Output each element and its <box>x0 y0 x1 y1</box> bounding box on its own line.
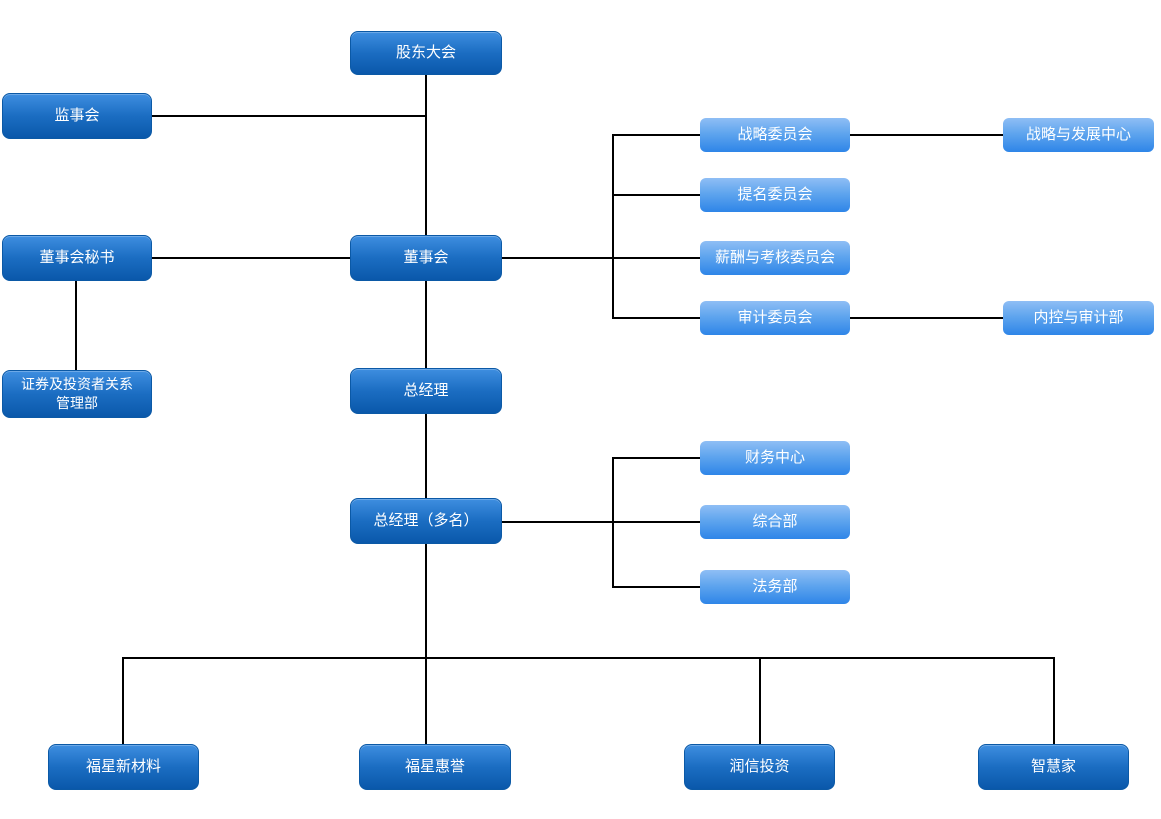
node-nomination-committee: 提名委员会 <box>700 178 850 212</box>
node-supervisory-board: 监事会 <box>2 93 152 139</box>
connector-bottom-bar <box>122 657 1055 659</box>
connector-drop-runxin <box>759 657 761 744</box>
node-general-manager: 总经理 <box>350 368 502 414</box>
node-label: 董事会秘书 <box>39 248 115 266</box>
connector-supervisory-trunk <box>152 115 426 117</box>
connector-board-committee-trunk <box>502 257 700 259</box>
connector-branch-finance <box>612 457 700 459</box>
connector-secretary-securities <box>75 281 77 372</box>
connector-board-gm <box>425 281 427 368</box>
node-label: 润信投资 <box>729 757 790 775</box>
connector-drop-fuxing-materials <box>122 657 124 744</box>
connector-audit-committee-internal <box>850 317 1003 319</box>
node-label: 法务部 <box>752 577 798 595</box>
node-label: 智慧家 <box>1030 757 1076 775</box>
node-internal-control-audit-dept: 内控与审计部 <box>1003 301 1154 335</box>
connector-strategy-committee-center <box>850 134 1003 136</box>
node-label: 证券及投资者关系 管理部 <box>21 376 133 411</box>
node-finance-center: 财务中心 <box>700 441 850 475</box>
node-general-managers-multiple: 总经理（多名） <box>350 498 502 544</box>
connector-committee-trunk <box>612 134 614 319</box>
node-shareholders-meeting: 股东大会 <box>350 31 502 75</box>
node-strategy-committee: 战略委员会 <box>700 118 850 152</box>
connector-branch-nomination-committee <box>612 194 700 196</box>
node-securities-ir-dept: 证券及投资者关系 管理部 <box>2 370 152 418</box>
node-label: 内控与审计部 <box>1033 308 1124 326</box>
connector-gm-gms <box>425 414 427 499</box>
node-label: 监事会 <box>54 106 100 124</box>
node-label: 综合部 <box>752 512 798 530</box>
node-label: 福星新材料 <box>85 757 161 775</box>
connector-branch-audit-committee <box>612 317 700 319</box>
node-audit-committee: 审计委员会 <box>700 301 850 335</box>
node-label: 财务中心 <box>744 448 805 466</box>
connector-dept-trunk <box>612 457 614 588</box>
node-label: 总经理（多名） <box>373 511 479 529</box>
node-label: 审计委员会 <box>737 308 813 326</box>
node-fuxing-huiyu: 福星惠誉 <box>359 744 511 790</box>
node-zhihuijia: 智慧家 <box>978 744 1129 790</box>
node-label: 股东大会 <box>395 43 456 61</box>
node-strategy-development-center: 战略与发展中心 <box>1003 118 1154 152</box>
node-label: 总经理 <box>403 381 449 399</box>
node-general-affairs-dept: 综合部 <box>700 505 850 539</box>
connector-branch-legal <box>612 586 700 588</box>
node-label: 董事会 <box>403 248 449 266</box>
connector-gms-dept-trunk <box>502 521 700 523</box>
node-compensation-assessment-committee: 薪酬与考核委员会 <box>700 241 850 275</box>
node-label: 战略委员会 <box>737 125 813 143</box>
connector-gms-bottom-bar <box>425 544 427 659</box>
connector-drop-fuxing-huiyu <box>425 657 427 744</box>
node-board-of-directors: 董事会 <box>350 235 502 281</box>
connector-branch-strategy-committee <box>612 134 700 136</box>
node-runxin-investment: 润信投资 <box>684 744 835 790</box>
node-label: 福星惠誉 <box>404 757 465 775</box>
connector-drop-zhihuijia <box>1053 657 1055 744</box>
node-board-secretary: 董事会秘书 <box>2 235 152 281</box>
node-label: 提名委员会 <box>737 185 813 203</box>
node-label: 薪酬与考核委员会 <box>714 248 835 266</box>
connector-shareholders-board <box>425 75 427 236</box>
node-fuxing-new-materials: 福星新材料 <box>48 744 199 790</box>
connector-secretary-board <box>152 257 350 259</box>
node-legal-dept: 法务部 <box>700 570 850 604</box>
node-label: 战略与发展中心 <box>1025 125 1131 143</box>
